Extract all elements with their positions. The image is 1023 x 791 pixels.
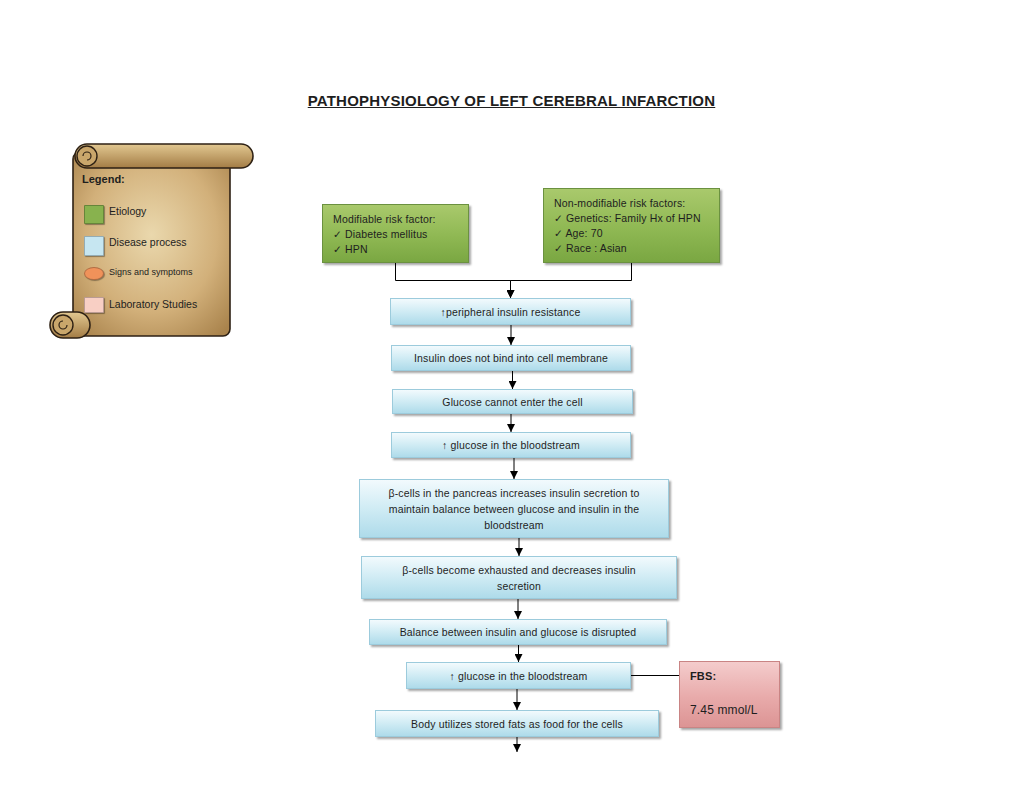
legend-text: Signs and symptoms bbox=[109, 267, 193, 277]
node-text: ✓ HPN bbox=[333, 242, 458, 257]
process-box: β-cells become exhausted and decreases i… bbox=[361, 556, 677, 599]
flow-connector bbox=[511, 414, 512, 432]
legend-swatch bbox=[84, 297, 104, 313]
scroll-body bbox=[73, 152, 230, 336]
process-box: ↑peripheral insulin resistance bbox=[390, 298, 631, 325]
legend-text: Disease process bbox=[109, 236, 187, 248]
diagram-title: PATHOPHYSIOLOGY OF LEFT CEREBRAL INFARCT… bbox=[0, 92, 1023, 109]
legend-text: Etiology bbox=[109, 205, 146, 217]
node-text: ↑ glucose in the bloodstream bbox=[442, 437, 580, 453]
flow-connector bbox=[518, 645, 519, 662]
node-text: ✓ Genetics: Family Hx of HPN bbox=[554, 211, 709, 226]
scroll-curl bbox=[77, 146, 97, 166]
flow-connector bbox=[631, 675, 679, 676]
process-box: Insulin does not bind into cell membrane bbox=[391, 345, 631, 371]
scroll-top-roll bbox=[75, 144, 253, 168]
node-text: Modifiable risk factor: bbox=[333, 212, 458, 227]
process-box: Glucose cannot enter the cell bbox=[392, 389, 633, 414]
scroll-curl-spiral bbox=[59, 321, 67, 329]
flow-connector bbox=[396, 263, 511, 298]
flow-connector bbox=[519, 538, 520, 556]
flow-connector bbox=[517, 689, 518, 710]
legend-swatch bbox=[84, 267, 104, 280]
legend-swatch bbox=[84, 236, 104, 256]
node-text: ✓ Age: 70 bbox=[554, 226, 709, 241]
lab-result-box: FBS: 7.45 mmol/L bbox=[679, 661, 780, 728]
legend-scroll bbox=[50, 144, 253, 338]
legend-swatch bbox=[84, 205, 104, 224]
scroll-curl bbox=[53, 315, 73, 335]
risk-factor-box: Modifiable risk factor:✓ Diabetes mellit… bbox=[322, 204, 469, 263]
flow-connector bbox=[511, 263, 632, 298]
flow-connector bbox=[514, 458, 515, 479]
node-text: ↑ glucose in the bloodstream bbox=[450, 668, 588, 684]
node-text: ↑peripheral insulin resistance bbox=[441, 304, 581, 320]
process-box: Balance between insulin and glucose is d… bbox=[369, 619, 667, 645]
node-text: Non-modifiable risk factors: bbox=[554, 196, 709, 211]
node-text: Balance between insulin and glucose is d… bbox=[400, 624, 637, 640]
scroll-curl-spiral bbox=[83, 152, 91, 160]
legend-heading: Legend: bbox=[82, 173, 125, 185]
continuation-arrow bbox=[517, 737, 518, 752]
node-text: ✓ Diabetes mellitus bbox=[333, 227, 458, 242]
node-text: Body utilizes stored fats as food for th… bbox=[411, 716, 623, 732]
process-box: Body utilizes stored fats as food for th… bbox=[375, 710, 659, 737]
node-text: β-cells in the pancreas increases insuli… bbox=[374, 485, 654, 533]
node-text: Glucose cannot enter the cell bbox=[442, 394, 582, 410]
legend-text: Laboratory Studies bbox=[109, 298, 197, 310]
scroll-bottom-roll bbox=[50, 312, 90, 338]
flow-connector bbox=[512, 371, 513, 389]
process-box: ↑ glucose in the bloodstream bbox=[406, 662, 631, 689]
node-text: 7.45 mmol/L bbox=[690, 703, 769, 717]
flow-connector bbox=[518, 599, 519, 619]
node-text: β-cells become exhausted and decreases i… bbox=[388, 562, 650, 594]
risk-factor-box: Non-modifiable risk factors:✓ Genetics: … bbox=[543, 188, 720, 263]
flow-connector bbox=[511, 325, 512, 345]
node-text: FBS: bbox=[690, 670, 769, 682]
node-text: Insulin does not bind into cell membrane bbox=[414, 350, 608, 366]
process-box: β-cells in the pancreas increases insuli… bbox=[359, 479, 669, 538]
process-box: ↑ glucose in the bloodstream bbox=[391, 432, 631, 458]
node-text: ✓ Race : Asian bbox=[554, 241, 709, 256]
